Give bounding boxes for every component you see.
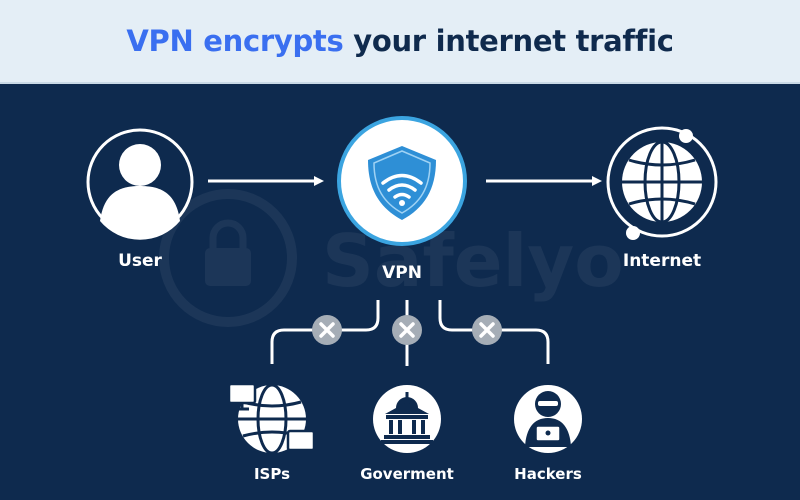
watermark-lock-icon [159, 189, 297, 327]
goverment-label: Goverment [360, 465, 454, 483]
hackers-label: Hackers [514, 465, 582, 483]
goverment-node: Goverment [360, 385, 454, 483]
blocked-marker-hackers [472, 315, 502, 345]
blocked-marker-isps [312, 315, 342, 345]
isps-label: ISPs [254, 465, 290, 483]
globe-network-icon [227, 382, 316, 458]
vpn-node: VPN [337, 116, 467, 283]
user-icon [100, 144, 180, 240]
header-banner: VPN encrypts your internet traffic [0, 0, 800, 84]
user-node: User [86, 128, 194, 271]
globe-icon [622, 140, 702, 224]
internet-label: Internet [623, 251, 701, 271]
isps-node: ISPs [227, 382, 316, 483]
page-title: VPN encrypts your internet traffic [126, 24, 674, 58]
title-highlight: VPN encrypts [126, 24, 344, 58]
monitor-icon [227, 382, 257, 411]
user-label: User [118, 251, 162, 271]
vpn-label: VPN [382, 263, 422, 283]
shield-wifi-icon [368, 146, 436, 220]
monitor-icon [286, 429, 316, 458]
government-building-icon [381, 392, 433, 444]
internet-node: Internet [606, 126, 718, 271]
hacker-icon [525, 391, 571, 447]
hackers-node: Hackers [514, 385, 582, 483]
blocked-marker-goverment [392, 315, 422, 345]
title-rest: your internet traffic [343, 24, 674, 58]
